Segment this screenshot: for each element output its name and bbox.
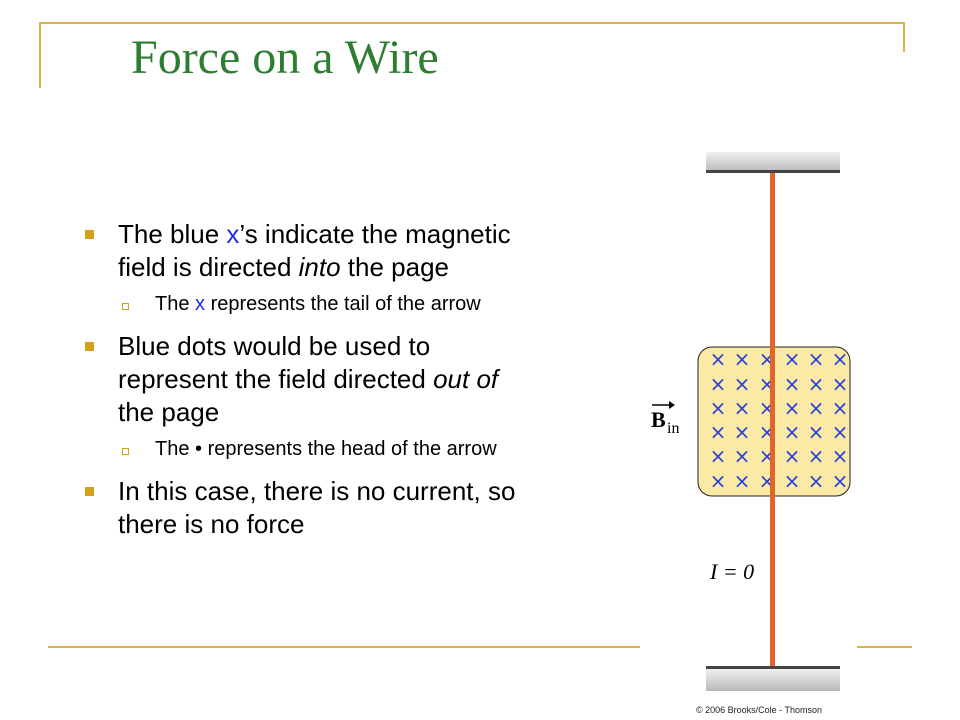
field-x-mark-icon: × xyxy=(808,347,825,371)
field-x-mark-icon: × xyxy=(832,396,849,420)
sub-bullet-item: The x represents the tail of the arrow xyxy=(82,292,515,316)
top-support-edge xyxy=(706,170,840,173)
current-label: I = 0 xyxy=(709,559,754,584)
field-x-mark-icon: × xyxy=(832,372,849,396)
field-x-mark-icon: × xyxy=(710,469,727,493)
hollow-square-bullet-icon xyxy=(122,303,129,310)
field-x-mark-icon: × xyxy=(832,469,849,493)
frame-bottom-right xyxy=(857,646,912,648)
field-x-mark-icon: × xyxy=(832,444,849,468)
field-x-mark-icon: × xyxy=(784,444,801,468)
frame-left-vertical xyxy=(39,22,41,88)
vector-arrow-icon xyxy=(652,401,675,409)
b-field-subscript: in xyxy=(667,420,679,437)
field-x-mark-icon: × xyxy=(832,420,849,444)
field-x-mark-icon: × xyxy=(808,469,825,493)
bullet-list: The blue x’s indicate the magnetic field… xyxy=(82,218,532,549)
top-support-plate xyxy=(706,152,840,172)
field-x-mark-icon: × xyxy=(734,347,751,371)
field-x-mark-icon: × xyxy=(710,444,727,468)
field-marks-group: ×××××××××××××××××××××××××××××××××××× xyxy=(710,347,849,493)
frame-bottom-left xyxy=(48,646,640,648)
field-x-mark-icon: × xyxy=(710,396,727,420)
bottom-support-edge xyxy=(706,666,840,669)
field-x-mark-icon: × xyxy=(710,347,727,371)
frame-right-vertical xyxy=(903,22,905,52)
sub-bullet-item: The • represents the head of the arrow xyxy=(82,437,515,461)
frame-top-horizontal xyxy=(39,22,905,24)
bullet-item: In this case, there is no current, so th… xyxy=(82,475,532,541)
field-x-mark-icon: × xyxy=(808,420,825,444)
field-x-mark-icon: × xyxy=(734,396,751,420)
copyright-credit: © 2006 Brooks/Cole - Thomson xyxy=(696,705,823,715)
field-x-mark-icon: × xyxy=(784,420,801,444)
bullet-item: The blue x’s indicate the magnetic field… xyxy=(82,218,532,284)
wire-magnetic-field-diagram: ×××××××××××××××××××××××××××××××××××× B i… xyxy=(651,152,851,691)
field-x-mark-icon: × xyxy=(784,469,801,493)
field-x-mark-icon: × xyxy=(808,396,825,420)
square-bullet-icon xyxy=(85,230,94,239)
field-x-mark-icon: × xyxy=(734,372,751,396)
bottom-support-plate xyxy=(706,669,840,691)
field-x-mark-icon: × xyxy=(784,347,801,371)
bullet-item: Blue dots would be used to represent the… xyxy=(82,330,532,429)
hollow-square-bullet-icon xyxy=(122,448,129,455)
slide-title: Force on a Wire xyxy=(131,31,439,84)
field-x-mark-icon: × xyxy=(784,396,801,420)
field-x-mark-icon: × xyxy=(734,444,751,468)
field-x-mark-icon: × xyxy=(710,420,727,444)
field-x-mark-icon: × xyxy=(734,420,751,444)
field-x-mark-icon: × xyxy=(734,469,751,493)
b-field-label: B xyxy=(651,407,666,432)
square-bullet-icon xyxy=(85,342,94,351)
field-x-mark-icon: × xyxy=(784,372,801,396)
field-x-mark-icon: × xyxy=(832,347,849,371)
field-x-mark-icon: × xyxy=(808,372,825,396)
square-bullet-icon xyxy=(85,487,94,496)
field-x-mark-icon: × xyxy=(808,444,825,468)
wire xyxy=(770,173,775,666)
field-x-mark-icon: × xyxy=(710,372,727,396)
